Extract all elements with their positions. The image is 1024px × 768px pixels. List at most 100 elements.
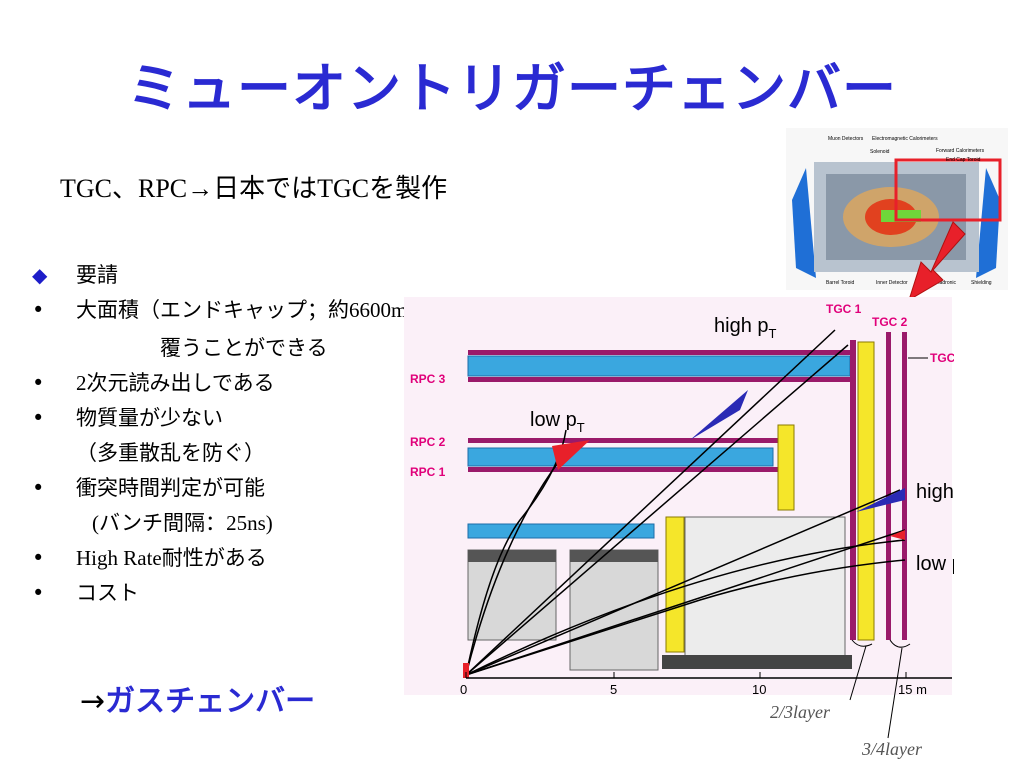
label-rpc2: RPC 2	[410, 435, 446, 449]
area-prefix: 大面積（エンドキャップ；約	[76, 298, 349, 322]
leader-2of3	[849, 645, 867, 701]
requirements-list: ◆ 要請 • 大面積（エンドキャップ；約6600m2）を 覆うことができる • …	[32, 258, 455, 611]
requirement-area: • 大面積（エンドキャップ；約6600m2）を	[32, 293, 455, 331]
label-high-pt-right: high pT	[916, 481, 954, 507]
label-rpc3: RPC 3	[410, 372, 446, 386]
timing-note-open: (	[92, 511, 99, 535]
bullet-dot-icon: •	[32, 406, 45, 430]
trigger-diagram: 0 5 10 15 m TGC 1 TGC 2 TGC 3 RPC 3 RPC …	[404, 297, 954, 695]
label-low-pt-right: low pT	[916, 553, 954, 579]
rpc-mid-chamber	[467, 447, 774, 467]
yellow-chamber-small	[777, 424, 795, 511]
atlas-muon-wheel-left	[792, 168, 816, 278]
label-tgc1: TGC 1	[826, 302, 862, 316]
bullet-dot-icon: •	[32, 371, 45, 395]
yellow-chamber-inner	[665, 516, 685, 653]
label-rpc1: RPC 1	[410, 465, 446, 479]
atlas-label-forward: Forward Calorimeters	[936, 148, 985, 154]
bullet-dot-icon: •	[32, 546, 45, 570]
track-4	[465, 344, 849, 676]
area-line2: 覆うことができる	[160, 336, 328, 360]
block-mid-top	[570, 550, 658, 562]
requirement-material: • 物質量が少ない	[32, 401, 455, 436]
track-5	[465, 489, 901, 676]
atlas-label-inner: Inner Detector	[876, 280, 908, 286]
brace-3of4	[889, 639, 911, 648]
layer-callouts: 2/3layer 3/4layer	[770, 645, 923, 759]
rpc2-layer	[468, 438, 778, 443]
diamond-bullet-icon: ◆	[32, 263, 48, 287]
base-plate	[662, 655, 852, 669]
atlas-label-em: Electromagnetic Calorimeters	[872, 136, 938, 142]
conclusion-text: ガスチェンバー	[105, 684, 316, 719]
low-pt-cone-right	[890, 530, 905, 540]
section-heading-row: ◆ 要請	[32, 258, 455, 293]
section-heading: 要請	[76, 263, 118, 287]
interaction-point	[463, 663, 469, 678]
conclusion: →ガスチェンバー	[80, 676, 315, 720]
atlas-label-endcap: End Cap Toroid	[946, 157, 981, 163]
rpc1-layer	[468, 467, 778, 472]
timing-text: 衝突時間判定が可能	[76, 476, 265, 500]
cost-text: コスト	[76, 581, 139, 605]
label-high-pt-top: high pT	[714, 315, 777, 341]
bullet-dot-icon: •	[32, 298, 45, 322]
slide-title: ミューオントリガーチェンバー	[127, 57, 897, 120]
rate-en: High Rate	[76, 546, 162, 570]
track-7	[465, 539, 906, 676]
atlas-label-muon: Muon Detectors	[828, 136, 864, 142]
label-2of3layer: 2/3layer	[770, 702, 831, 722]
high-pt-cone-top	[690, 390, 748, 440]
atlas-label-shielding: Shielding	[971, 280, 992, 286]
rpc3-chamber	[467, 355, 851, 377]
high-pt-cone-right	[856, 488, 905, 512]
tick-15m: 15 m	[898, 682, 927, 695]
tgc2-layer	[886, 332, 891, 640]
readout-text: 次元読み出しである	[86, 371, 275, 395]
low-pt-cone-mid	[552, 440, 590, 470]
requirement-timing: • 衝突時間判定が可能	[32, 471, 455, 506]
tgc3-layer	[902, 332, 907, 640]
axis-ticks	[465, 672, 907, 678]
timing-note-val: 25ns)	[226, 511, 273, 535]
requirement-cost: • コスト	[32, 576, 455, 611]
rate-jp: 耐性がある	[161, 546, 267, 570]
muon-tracks	[465, 329, 906, 676]
atlas-label-barrel: Barrel Toroid	[826, 280, 854, 286]
rpc3-top-layer	[468, 350, 850, 355]
label-low-pt-mid: low pT	[530, 409, 585, 435]
brace-2of3	[851, 639, 873, 647]
block-left-top	[468, 550, 556, 562]
track-3	[465, 329, 836, 676]
bullet-dot-icon: •	[32, 476, 45, 500]
readout-num: 2	[76, 371, 87, 395]
tgc1-yellow	[857, 341, 875, 641]
tick-10: 10	[752, 682, 766, 695]
timing-note: (バンチ間隔：25ns)	[32, 506, 455, 541]
atlas-label-hadronic: Hadronic	[936, 280, 957, 286]
material-note: （多重散乱を防ぐ）	[76, 441, 265, 465]
label-tgc3: TGC 3	[930, 351, 954, 365]
tick-0: 0	[460, 682, 467, 695]
leader-3of4	[887, 647, 903, 739]
material-text: 物質量が少ない	[76, 406, 223, 430]
tgc1-layer	[850, 340, 856, 640]
endcap-toroid	[684, 516, 846, 668]
pointer-arrow-icon	[908, 221, 966, 302]
slide-subtitle: TGC、RPC→日本ではTGCを製作	[60, 174, 448, 203]
label-3of4layer: 3/4layer	[861, 739, 923, 759]
atlas-detector-figure: Muon Detectors Electromagnetic Calorimet…	[786, 128, 1008, 290]
track-1	[465, 459, 561, 676]
atlas-label-solenoid: Solenoid	[870, 149, 890, 155]
track-8	[465, 559, 906, 676]
bullet-dot-icon: •	[32, 581, 45, 605]
atlas-highlight-box	[894, 158, 1002, 222]
atlas-muon-wheel-right	[976, 168, 1000, 278]
area-value: 6600m	[349, 298, 408, 322]
tick-5: 5	[610, 682, 617, 695]
label-tgc2: TGC 2	[872, 315, 908, 329]
timing-note-jp: バンチ間隔：	[99, 511, 227, 535]
rpc3-bottom-layer	[468, 377, 850, 382]
